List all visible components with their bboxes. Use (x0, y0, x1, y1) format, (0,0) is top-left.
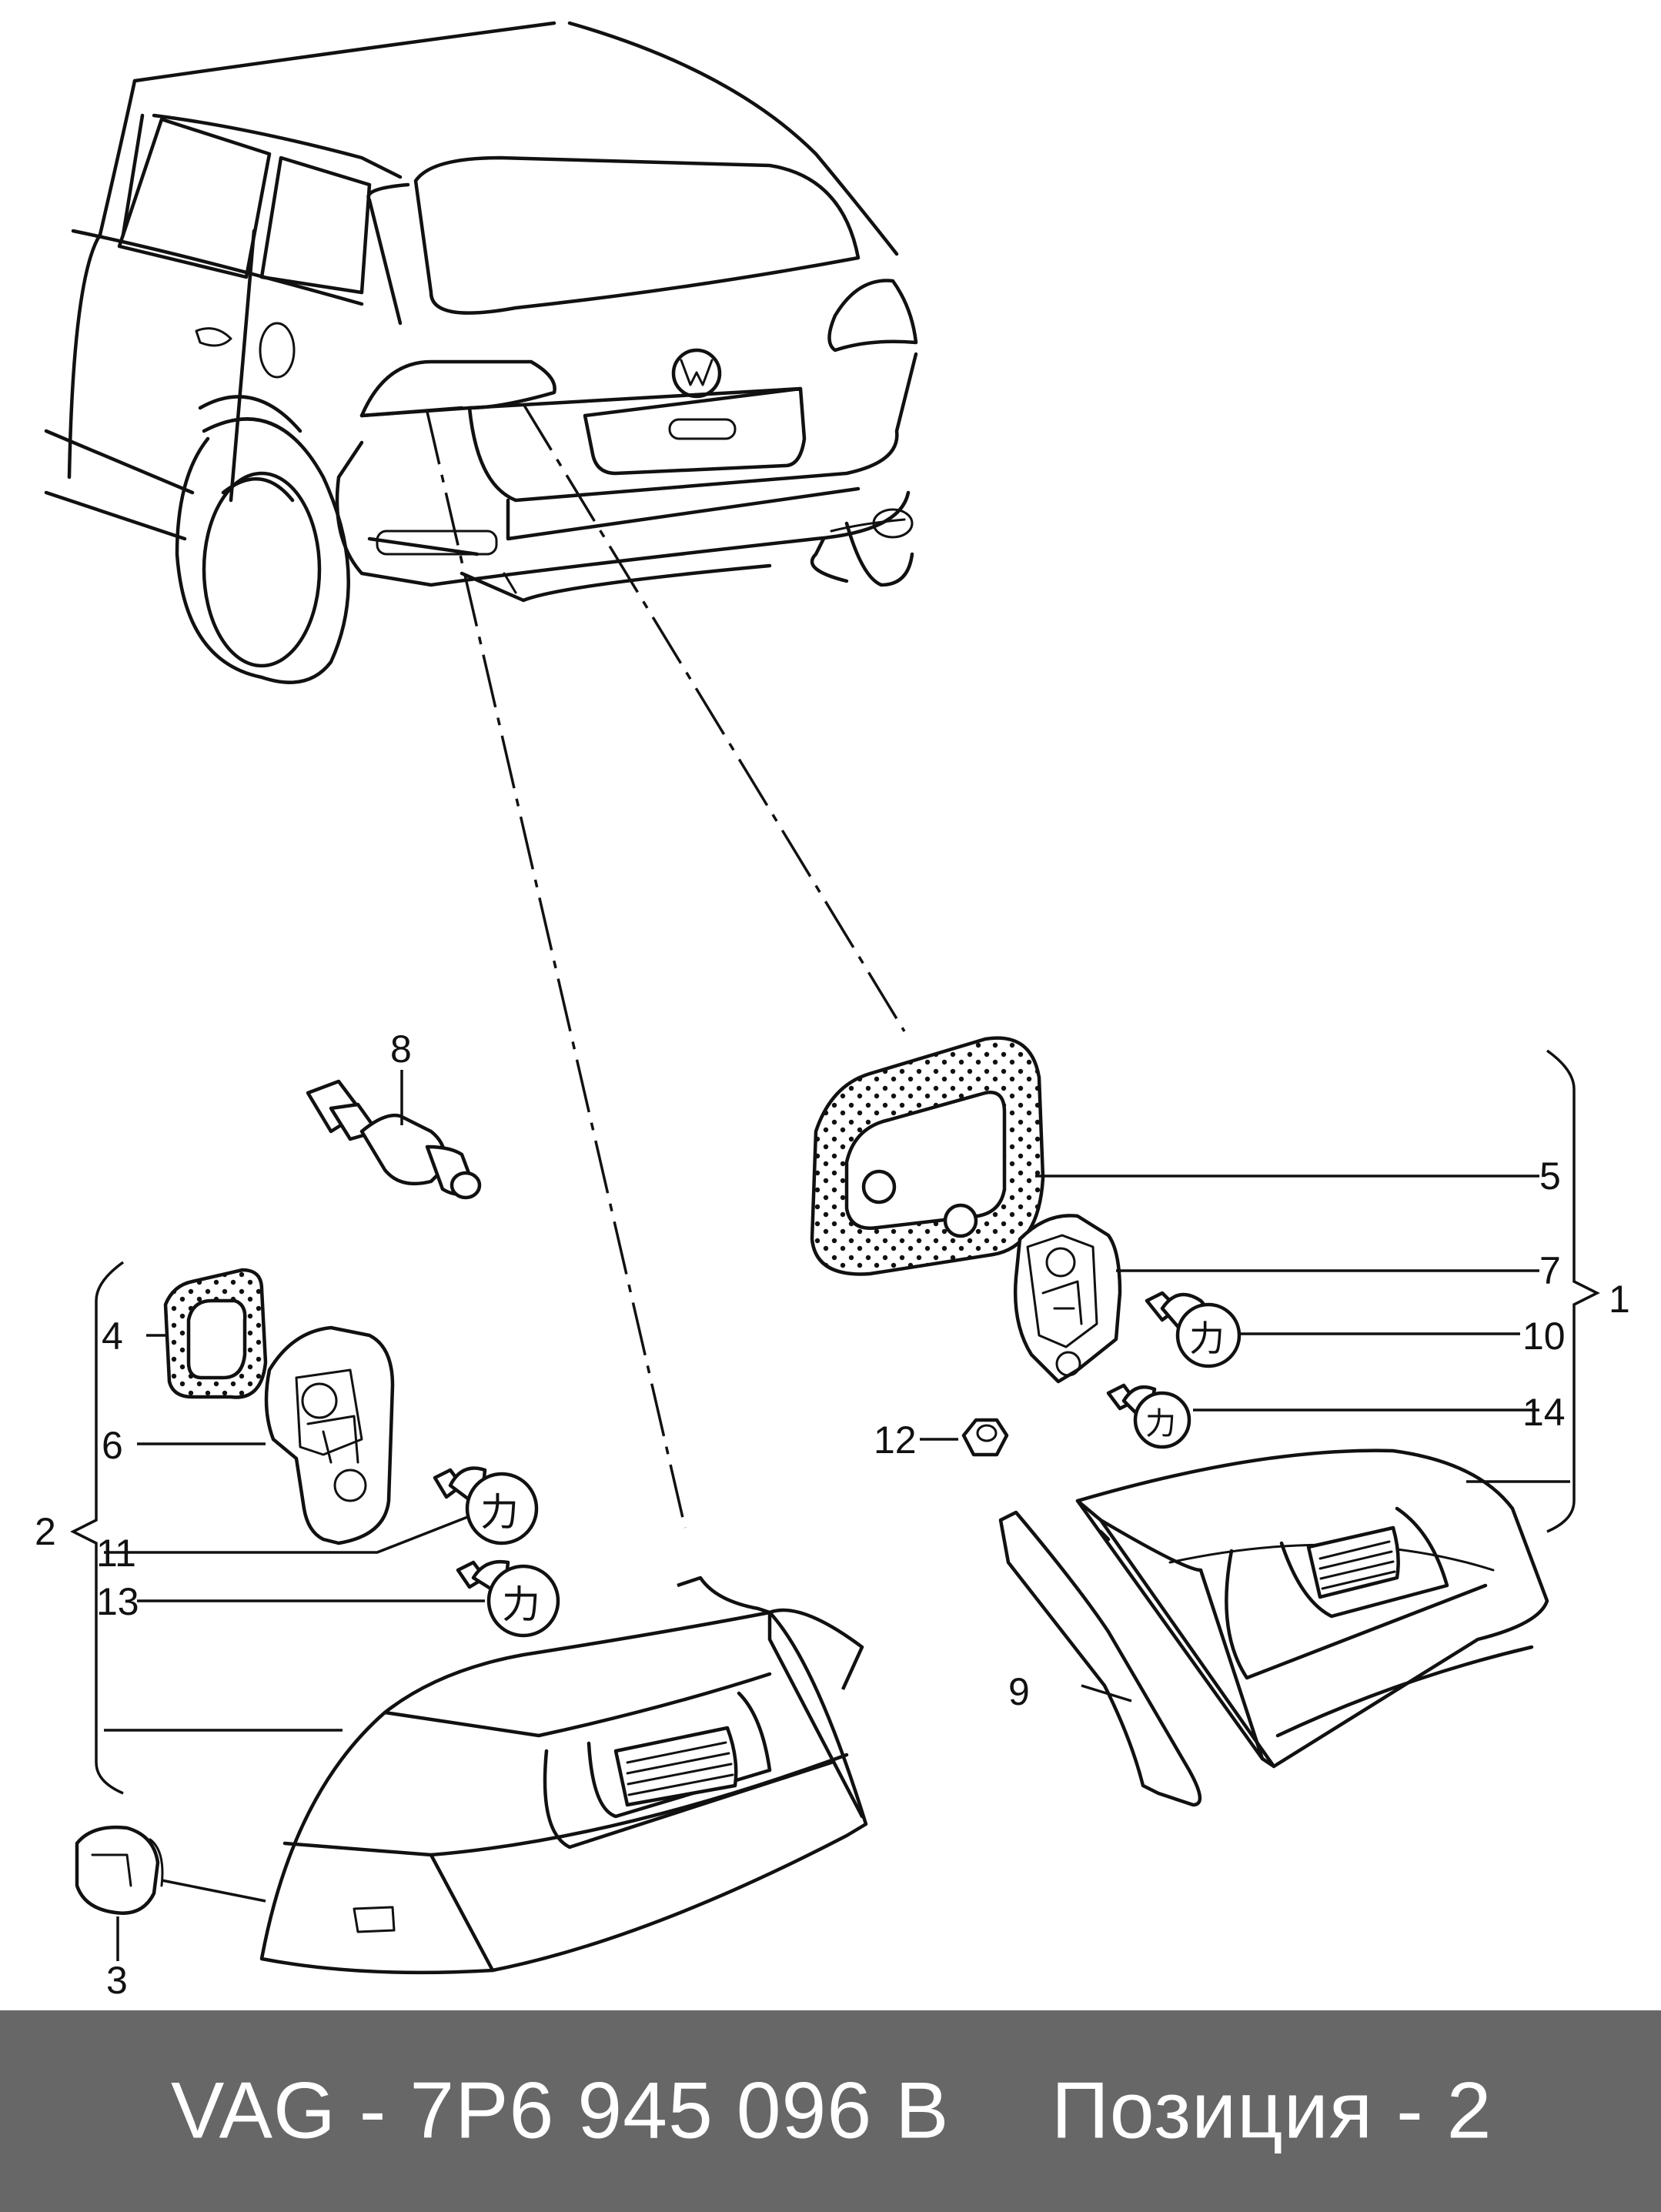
bracket-group-2 (70, 1261, 125, 1795)
bulb-part-13: 力 (456, 1559, 560, 1638)
inner-tail-light-part-1 (1075, 1448, 1549, 1769)
callout-13: 13 (96, 1580, 139, 1623)
callout-5: 5 (1539, 1154, 1561, 1198)
callout-2: 2 (35, 1510, 56, 1553)
bracket-group-1 (1546, 1049, 1600, 1533)
bulb-holder-part-6 (264, 1325, 395, 1545)
callout-1: 1 (1609, 1278, 1630, 1321)
projection-line-left (426, 411, 687, 1529)
clip-part-3 (75, 1826, 164, 1915)
svg-text:力: 力 (480, 1490, 519, 1535)
callout-3: 3 (106, 1959, 128, 2002)
nut-part-12 (961, 1418, 1009, 1457)
callout-7: 7 (1539, 1249, 1561, 1292)
outer-tail-light-part-2 (259, 1575, 868, 1975)
callout-4: 4 (102, 1315, 123, 1358)
callout-10: 10 (1522, 1315, 1566, 1358)
part-number-label: VAG - 7P6 945 096 B (171, 2066, 950, 2156)
gasket-part-5 (810, 1036, 1045, 1276)
trim-strip-part-9 (998, 1510, 1201, 1807)
svg-text:力: 力 (1145, 1406, 1176, 1442)
callout-11: 11 (96, 1532, 136, 1575)
bulb-part-10: 力 (1145, 1291, 1242, 1368)
bulb-part-14: 力 (1106, 1383, 1191, 1449)
vehicle-illustration (44, 21, 918, 684)
callout-12: 12 (874, 1418, 917, 1462)
parts-diagram: 力 力 (35, 21, 1630, 2002)
projection-line-right (522, 403, 906, 1032)
position-label: Позиция - 2 (1051, 2066, 1492, 2156)
bulb-part-11: 力 (433, 1466, 539, 1545)
leader-lines (104, 1070, 1570, 1961)
footer-bar: VAG - 7P6 945 096 B Позиция - 2 (0, 2010, 1661, 2212)
callout-6: 6 (102, 1424, 123, 1467)
svg-text:力: 力 (502, 1582, 540, 1627)
svg-text:力: 力 (1189, 1318, 1225, 1359)
gasket-part-4 (163, 1268, 268, 1399)
callout-8: 8 (390, 1027, 412, 1071)
callout-14: 14 (1522, 1391, 1566, 1434)
bulb-holder-part-7 (1013, 1214, 1122, 1384)
bulb-socket-part-8 (306, 1079, 482, 1200)
callout-9: 9 (1008, 1670, 1030, 1713)
